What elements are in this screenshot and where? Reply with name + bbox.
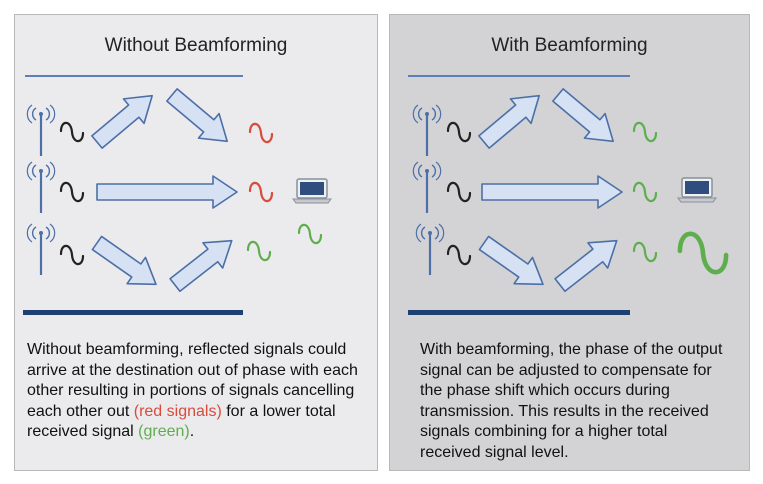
antenna-icon [412,160,442,215]
sine-wave-icon [59,181,85,203]
sine-wave-icon [680,234,726,272]
with-beamforming-diagram [412,88,749,293]
arrow-icon [481,175,623,209]
arrow-icon [478,235,544,286]
arrow-icon [478,94,540,149]
antenna-icon [415,222,445,277]
sine-wave-icon [446,181,472,203]
sine-wave-icon [248,181,274,203]
without-beamforming-diagram [26,88,332,293]
caption-text: . [189,423,195,440]
sine-wave-icon [59,244,85,266]
panel-title: With Beamforming [491,35,648,56]
laptop-icon [677,177,717,203]
sine-wave-icon [59,121,85,143]
sine-wave-icon [632,121,658,143]
sine-wave-icon [248,122,274,144]
divider-thick [408,310,630,315]
sine-wave-icon [246,240,272,262]
sine-wave-icon [446,244,472,266]
arrow-icon [554,239,618,293]
with-beamforming-panel: With Beamforming [389,14,750,471]
divider-thin [25,75,243,77]
caption-text: for a lower total received signal [27,402,336,441]
sine-wave-icon [632,241,658,263]
arrow-icon [91,94,153,149]
panel-title: Without Beamforming [104,35,288,56]
arrow-icon [166,88,228,143]
caption-text: Without beamforming, reflected signals c… [27,341,358,420]
arrow-icon [91,235,157,286]
caption-green: (green) [138,423,190,440]
panel-caption: With beamforming, the phase of the outpu… [420,341,723,461]
arrow-icon [96,175,238,209]
sine-wave-icon [446,121,472,143]
sine-wave-icon [297,223,323,245]
antenna-icon [26,103,56,158]
divider-thin [408,75,630,77]
antenna-icon [26,222,56,277]
sine-wave-icon [632,181,658,203]
caption-red-signals: (red signals) [133,402,222,420]
laptop-icon [292,178,332,204]
arrow-icon [552,88,614,143]
without-beamforming-panel: Without Beamforming [14,14,378,471]
divider-thick [23,310,243,315]
antenna-icon [412,103,442,158]
antenna-icon [26,160,56,215]
arrow-icon [169,239,233,293]
panel-caption: Without beamforming, reflected signals c… [27,340,367,443]
